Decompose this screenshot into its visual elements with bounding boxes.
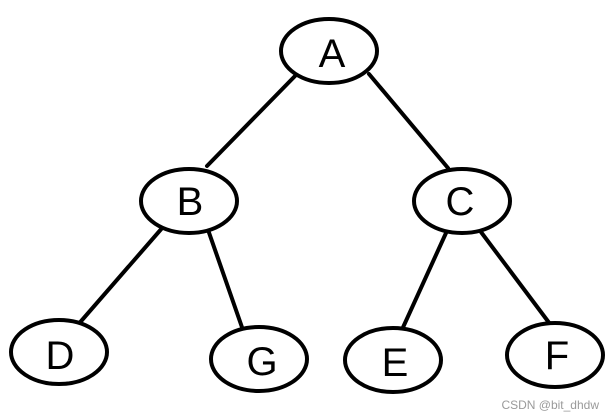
watermark-text: CSDN @bit_dhdw bbox=[501, 398, 599, 412]
node-ellipse bbox=[209, 325, 309, 393]
edge-c-f bbox=[479, 230, 552, 326]
tree-node-c: C bbox=[412, 167, 512, 235]
tree-node-f: F bbox=[505, 321, 605, 389]
node-ellipse bbox=[412, 167, 512, 235]
node-ellipse bbox=[343, 326, 443, 394]
node-ellipse bbox=[505, 321, 605, 389]
node-label: B bbox=[177, 180, 204, 224]
node-label: C bbox=[446, 180, 475, 224]
node-ellipse bbox=[9, 318, 109, 386]
node-label: F bbox=[545, 334, 569, 378]
tree-node-e: E bbox=[343, 326, 443, 394]
node-ellipse bbox=[139, 167, 239, 235]
edge-a-c bbox=[367, 72, 450, 170]
tree-node-b: B bbox=[139, 167, 239, 235]
edge-c-e bbox=[398, 231, 448, 336]
edge-b-d bbox=[74, 225, 165, 329]
tree-node-g: G bbox=[209, 325, 309, 393]
node-label: E bbox=[382, 341, 409, 385]
edge-a-b bbox=[205, 73, 298, 168]
edge-b-g bbox=[204, 222, 246, 335]
tree-node-a: A bbox=[279, 17, 379, 85]
node-ellipse bbox=[279, 17, 379, 85]
node-label: A bbox=[319, 32, 346, 76]
node-label: G bbox=[246, 340, 277, 384]
node-label: D bbox=[46, 334, 75, 378]
tree-node-d: D bbox=[9, 318, 109, 386]
